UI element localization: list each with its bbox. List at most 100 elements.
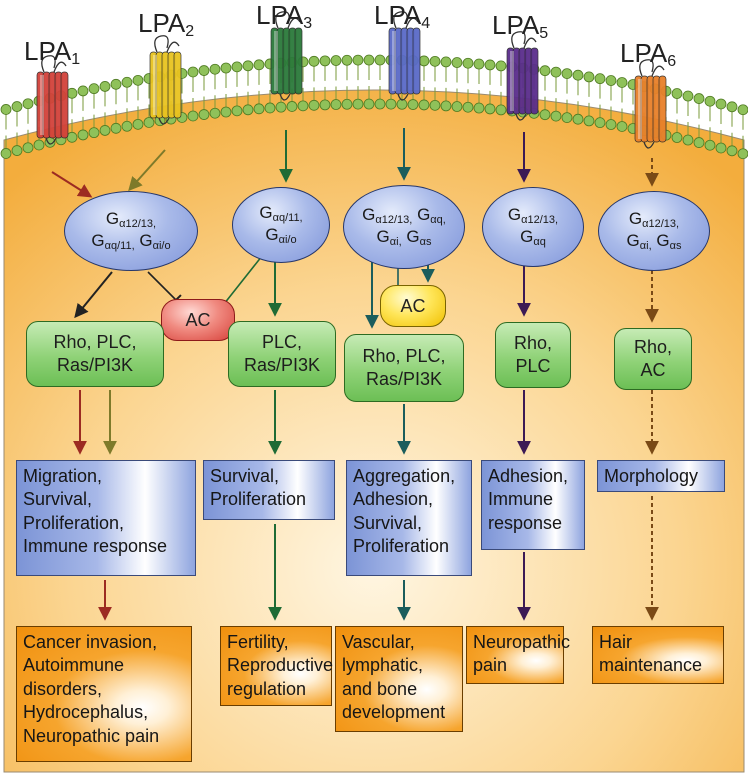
lipid-head bbox=[693, 137, 705, 148]
lipid-head bbox=[737, 148, 748, 160]
response-box-lpa3: Survival, Proliferation bbox=[203, 460, 335, 520]
lipid-head bbox=[495, 60, 507, 72]
lipid-head bbox=[440, 56, 452, 68]
lipid-head bbox=[88, 83, 100, 95]
lipid-head bbox=[583, 71, 595, 83]
receptor-label-lpa4: LPA4 bbox=[374, 0, 431, 32]
lipid-head bbox=[682, 90, 694, 102]
lipid-head bbox=[473, 102, 485, 114]
lipid-head bbox=[671, 132, 683, 143]
lipid-head bbox=[242, 60, 254, 72]
lipid-head bbox=[220, 106, 232, 118]
lipid-head bbox=[726, 145, 738, 157]
lipid-head bbox=[187, 66, 199, 78]
lipid-head bbox=[121, 120, 133, 132]
receptor-group bbox=[36, 11, 667, 149]
lipid-head bbox=[451, 101, 463, 112]
lipid-head bbox=[253, 59, 265, 71]
lipid-head bbox=[319, 99, 331, 111]
lipid-head bbox=[132, 74, 144, 86]
g-protein-lpa6: Gα12/13,Gαi, Gαs bbox=[598, 191, 710, 271]
receptor-lpa4 bbox=[388, 11, 421, 101]
g-protein-lpa4: Gα12/13, Gαq,Gαi, Gαs bbox=[343, 185, 465, 269]
lipid-head bbox=[594, 117, 606, 129]
response-box-lpa4: Aggregation, Adhesion, Survival, Prolife… bbox=[346, 460, 472, 576]
response-box-lpa1-2: Migration, Survival, Proliferation, Immu… bbox=[16, 460, 196, 576]
lipid-head bbox=[11, 101, 23, 112]
receptor-lpa6 bbox=[634, 59, 667, 149]
lipid-head bbox=[374, 54, 386, 66]
response-box-lpa6: Morphology bbox=[597, 460, 725, 492]
outcome-box-lpa6: Hair maintenance bbox=[592, 626, 724, 684]
arrow-g-to-effector-lpa1 bbox=[74, 271, 113, 319]
lipid-head bbox=[143, 117, 155, 128]
lipid-head bbox=[539, 109, 551, 121]
lipid-head bbox=[231, 105, 243, 117]
lipid-head bbox=[231, 61, 243, 73]
lipid-head bbox=[22, 98, 34, 110]
effector-box-lpa1-2: Rho, PLC, Ras/PI3K bbox=[26, 321, 164, 387]
outcome-box-lpa4: Vascular, lymphatic, and bone developmen… bbox=[335, 626, 463, 732]
receptor-label-lpa2: LPA2 bbox=[138, 8, 195, 40]
lipid-head bbox=[396, 98, 408, 110]
lipid-head bbox=[462, 101, 474, 113]
lipid-head bbox=[572, 69, 584, 81]
lipid-head bbox=[66, 87, 78, 99]
lipid-head bbox=[484, 59, 496, 71]
lipid-head bbox=[550, 66, 562, 78]
lipid-head bbox=[66, 131, 78, 143]
arrow-lpa2-to-g bbox=[128, 149, 166, 192]
lipid-head bbox=[418, 55, 430, 67]
lipid-head bbox=[693, 93, 705, 104]
lipid-head bbox=[341, 98, 353, 110]
lipid-head bbox=[319, 55, 331, 67]
lipid-head bbox=[550, 110, 562, 122]
lipid-head bbox=[671, 88, 683, 99]
lipid-head bbox=[209, 63, 221, 75]
lipid-head bbox=[198, 65, 210, 76]
receptor-lpa2 bbox=[149, 35, 182, 125]
outcome-box-lpa1-2: Cancer invasion, Autoimmune disorders, H… bbox=[16, 626, 192, 762]
lipid-head bbox=[605, 75, 617, 86]
lipid-head bbox=[385, 98, 397, 110]
lipid-head bbox=[33, 139, 45, 151]
lipid-head bbox=[704, 139, 716, 151]
lipid-head bbox=[572, 113, 584, 125]
lipid-head bbox=[198, 109, 210, 120]
lipid-head bbox=[352, 98, 364, 110]
lipid-head bbox=[715, 142, 727, 154]
lipid-head bbox=[11, 145, 23, 156]
lipid-head bbox=[704, 95, 716, 107]
g-protein-lpa1-2: Gα12/13,Gαq/11, Gαi/o bbox=[64, 191, 198, 271]
receptor-lpa1 bbox=[36, 55, 69, 145]
lipid-head bbox=[264, 102, 276, 114]
lipid-head bbox=[715, 98, 727, 110]
g-protein-lpa3: Gαq/11,Gαi/o bbox=[232, 187, 330, 263]
lipid-head bbox=[352, 54, 364, 66]
lipid-head bbox=[374, 98, 386, 110]
receptor-lpa3 bbox=[270, 11, 303, 101]
lipid-head bbox=[253, 103, 265, 115]
effector-box-lpa6: Rho, AC bbox=[614, 328, 692, 390]
lipid-head bbox=[594, 73, 606, 85]
adenylyl-cyclase-lpa4: AC bbox=[380, 285, 446, 327]
lipid-head bbox=[429, 99, 441, 111]
lipid-head bbox=[440, 100, 452, 112]
lipid-head bbox=[99, 81, 111, 92]
lipid-head bbox=[330, 55, 342, 66]
lipid-head bbox=[341, 54, 353, 66]
lipid-head bbox=[495, 104, 507, 116]
effector-box-lpa4: Rho, PLC, Ras/PI3K bbox=[344, 334, 464, 402]
lipid-head bbox=[286, 101, 298, 112]
lipid-head bbox=[484, 103, 496, 115]
lipid-head bbox=[429, 55, 441, 67]
receptor-label-lpa1: LPA1 bbox=[24, 36, 81, 68]
lipid-head bbox=[737, 104, 748, 116]
g-protein-lpa5: Gα12/13,Gαq bbox=[482, 187, 584, 267]
lipid-head bbox=[297, 100, 309, 112]
lipid-head bbox=[22, 142, 34, 154]
lipid-head bbox=[132, 118, 144, 130]
lipid-head bbox=[308, 55, 320, 67]
lipid-head bbox=[418, 99, 430, 111]
